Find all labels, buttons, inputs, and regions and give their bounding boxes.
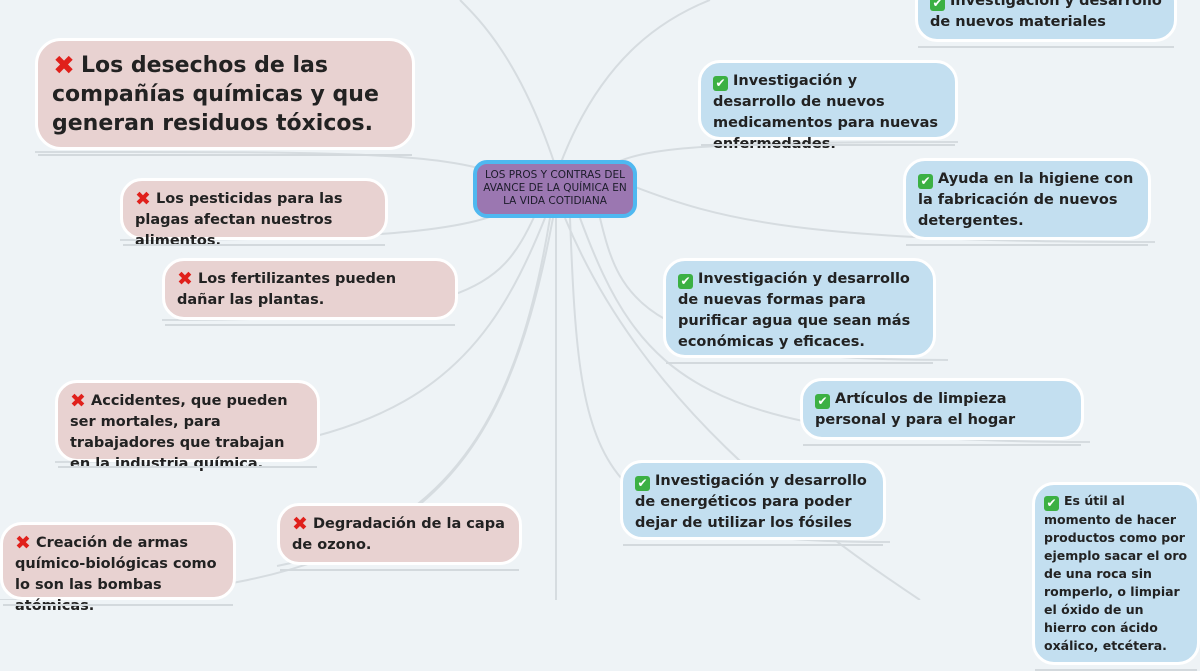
node-text: Investigación y desarrollo de nuevos med…	[713, 73, 939, 152]
node-text: Ayuda en la higiene con la fabricación d…	[918, 171, 1134, 229]
con-node-desechos[interactable]: ✖Los desechos de las compañías químicas …	[35, 38, 415, 156]
con-node-accidentes[interactable]: ✖Accidentes, que pueden ser mortales, pa…	[55, 380, 320, 472]
check-mark-icon: ✔	[930, 0, 945, 11]
con-node-armas[interactable]: ✖Creación de armas químico-biológicas co…	[0, 522, 236, 614]
pro-node-limpieza[interactable]: ✔Artículos de limpieza personal y para e…	[800, 378, 1084, 446]
check-mark-icon: ✔	[678, 274, 693, 289]
cross-mark-icon: ✖	[15, 532, 31, 554]
central-topic-text: LOS PROS Y CONTRAS DEL AVANCE DE LA QUÍM…	[483, 169, 627, 207]
con-node-ozono[interactable]: ✖Degradación de la capa de ozono.	[277, 503, 522, 571]
pro-node-higiene[interactable]: ✔Ayuda en la higiene con la fabricación …	[903, 158, 1151, 246]
con-node-pesticidas[interactable]: ✖Los pesticidas para las plagas afectan …	[120, 178, 388, 249]
cross-mark-icon: ✖	[70, 390, 86, 412]
pro-node-purificar[interactable]: ✔Investigación y desarrollo de nuevas fo…	[663, 258, 936, 364]
pro-node-materiales[interactable]: ✔Investigación y desarrollo de nuevos ma…	[915, 0, 1177, 48]
node-text: Investigación y desarrollo de nuevos mat…	[930, 0, 1162, 30]
con-node-fertilizantes[interactable]: ✖Los fertilizantes pueden dañar las plan…	[162, 258, 458, 326]
node-text: Los fertilizantes pueden dañar las plant…	[177, 271, 397, 308]
check-mark-icon: ✔	[815, 394, 830, 409]
check-mark-icon: ✔	[918, 174, 933, 189]
node-text: Accidentes, que pueden ser mortales, par…	[70, 393, 288, 472]
node-text: Creación de armas químico-biológicas com…	[15, 535, 217, 614]
node-text: Los pesticidas para las plagas afectan n…	[135, 191, 343, 249]
check-mark-icon: ✔	[1044, 496, 1059, 511]
central-topic[interactable]: LOS PROS Y CONTRAS DEL AVANCE DE LA QUÍM…	[473, 160, 637, 218]
cross-mark-icon: ✖	[292, 513, 308, 535]
check-mark-icon: ✔	[635, 476, 650, 491]
pro-node-energeticos[interactable]: ✔Investigación y desarrollo de energétic…	[620, 460, 886, 546]
pro-node-medicamentos[interactable]: ✔Investigación y desarrollo de nuevos me…	[698, 60, 958, 152]
cross-mark-icon: ✖	[177, 268, 193, 290]
node-text: Es útil al momento de hacer productos co…	[1044, 493, 1188, 653]
node-text: Investigación y desarrollo de nuevas for…	[678, 271, 911, 350]
cross-mark-icon: ✖	[135, 188, 151, 210]
pro-node-util[interactable]: ✔Es útil al momento de hacer productos c…	[1032, 482, 1200, 671]
check-mark-icon: ✔	[713, 76, 728, 91]
node-text: Los desechos de las compañías químicas y…	[52, 53, 379, 136]
node-text: Artículos de limpieza personal y para el…	[815, 391, 1016, 428]
cross-mark-icon: ✖	[53, 51, 75, 81]
node-text: Investigación y desarrollo de energético…	[635, 473, 867, 531]
node-text: Degradación de la capa de ozono.	[292, 516, 505, 553]
